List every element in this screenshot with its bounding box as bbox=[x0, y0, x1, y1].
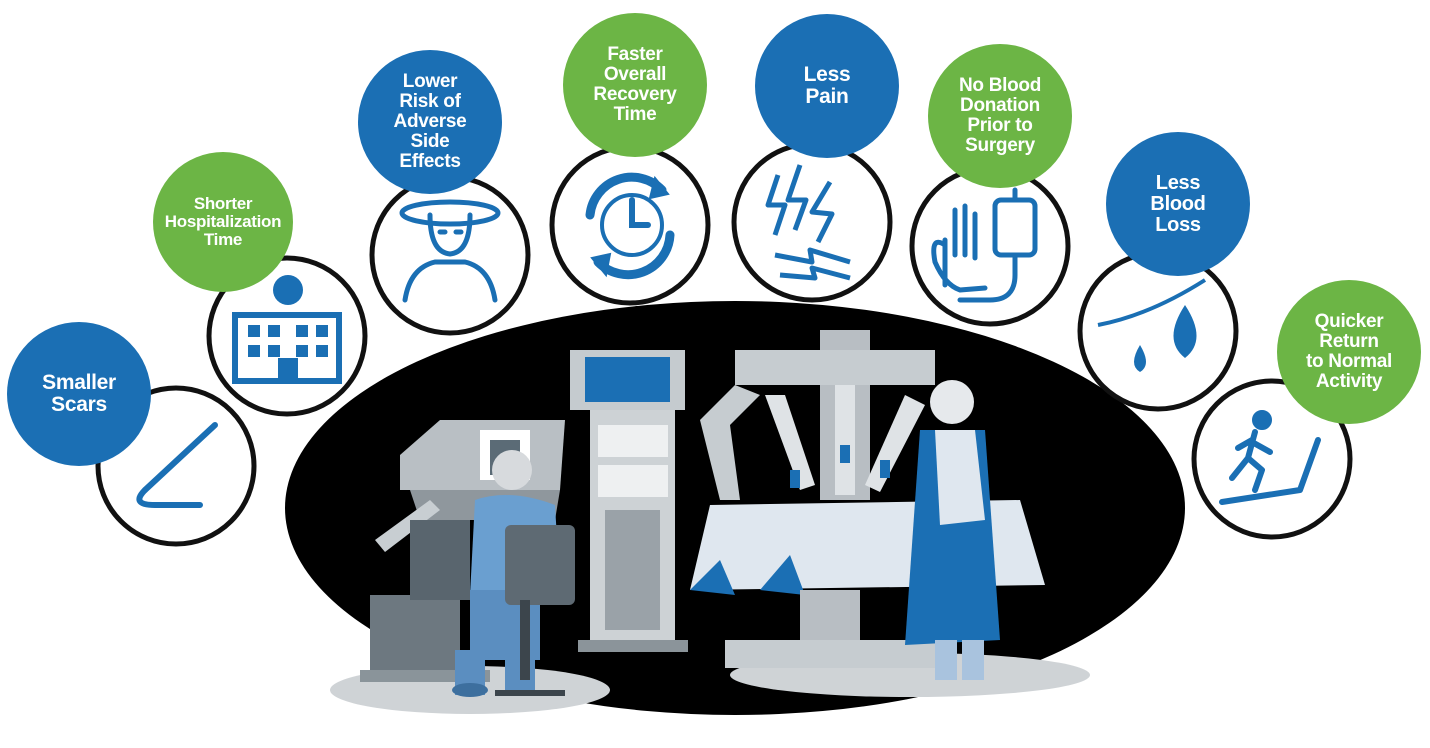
benefit-label-less-pain: Less Pain bbox=[803, 62, 851, 108]
vision-cart bbox=[570, 350, 688, 652]
hospital-icon bbox=[232, 275, 342, 384]
benefit-label-no-blood-donation: No Blood Donation Prior to Surgery bbox=[958, 75, 1042, 156]
treadmill-runner-icon bbox=[1219, 410, 1321, 505]
benefit-label-smaller-scars: Smaller Scars bbox=[42, 370, 116, 416]
recovery-clock-icon bbox=[585, 172, 675, 280]
bedside-nurse bbox=[905, 380, 1000, 680]
badge-less-pain bbox=[755, 14, 899, 158]
benefit-ring-6 bbox=[909, 165, 1071, 327]
benefit-label-quicker-return: Quicker Return to Normal Activity bbox=[1306, 311, 1392, 392]
badge-shorter-hospitalization bbox=[153, 152, 293, 292]
badge-quicker-return bbox=[1277, 280, 1421, 424]
hand-iv-bag-icon bbox=[931, 187, 1038, 303]
scalpel-icon bbox=[136, 422, 218, 508]
benefit-ring-8 bbox=[1191, 378, 1353, 540]
badge-faster-recovery bbox=[563, 13, 707, 157]
lightning-pain-icon bbox=[765, 164, 851, 281]
benefit-label-lower-risk: Lower Risk of Adverse Side Effects bbox=[393, 71, 467, 172]
badge-no-blood-donation bbox=[928, 44, 1072, 188]
blood-drops-icon bbox=[1097, 278, 1207, 372]
dizzy-person-icon bbox=[399, 199, 501, 303]
benefit-ring-3 bbox=[369, 174, 531, 336]
benefit-ring-7 bbox=[1077, 250, 1239, 412]
badge-lower-risk bbox=[358, 50, 502, 194]
benefit-ring-2 bbox=[206, 255, 368, 417]
benefit-label-shorter-hospitalization: Shorter Hospitalization Time bbox=[164, 194, 282, 249]
benefit-ring-5 bbox=[731, 141, 893, 303]
seated-surgeon bbox=[452, 450, 575, 697]
patient-side-cart bbox=[700, 330, 935, 500]
badge-less-blood-loss bbox=[1106, 132, 1250, 276]
benefit-label-faster-recovery: Faster Overall Recovery Time bbox=[593, 44, 677, 125]
badge-smaller-scars bbox=[7, 322, 151, 466]
robotic-surgery-scene bbox=[285, 301, 1185, 715]
benefit-label-less-blood-loss: Less Blood Loss bbox=[1150, 171, 1206, 236]
benefit-ring-4 bbox=[549, 144, 711, 306]
